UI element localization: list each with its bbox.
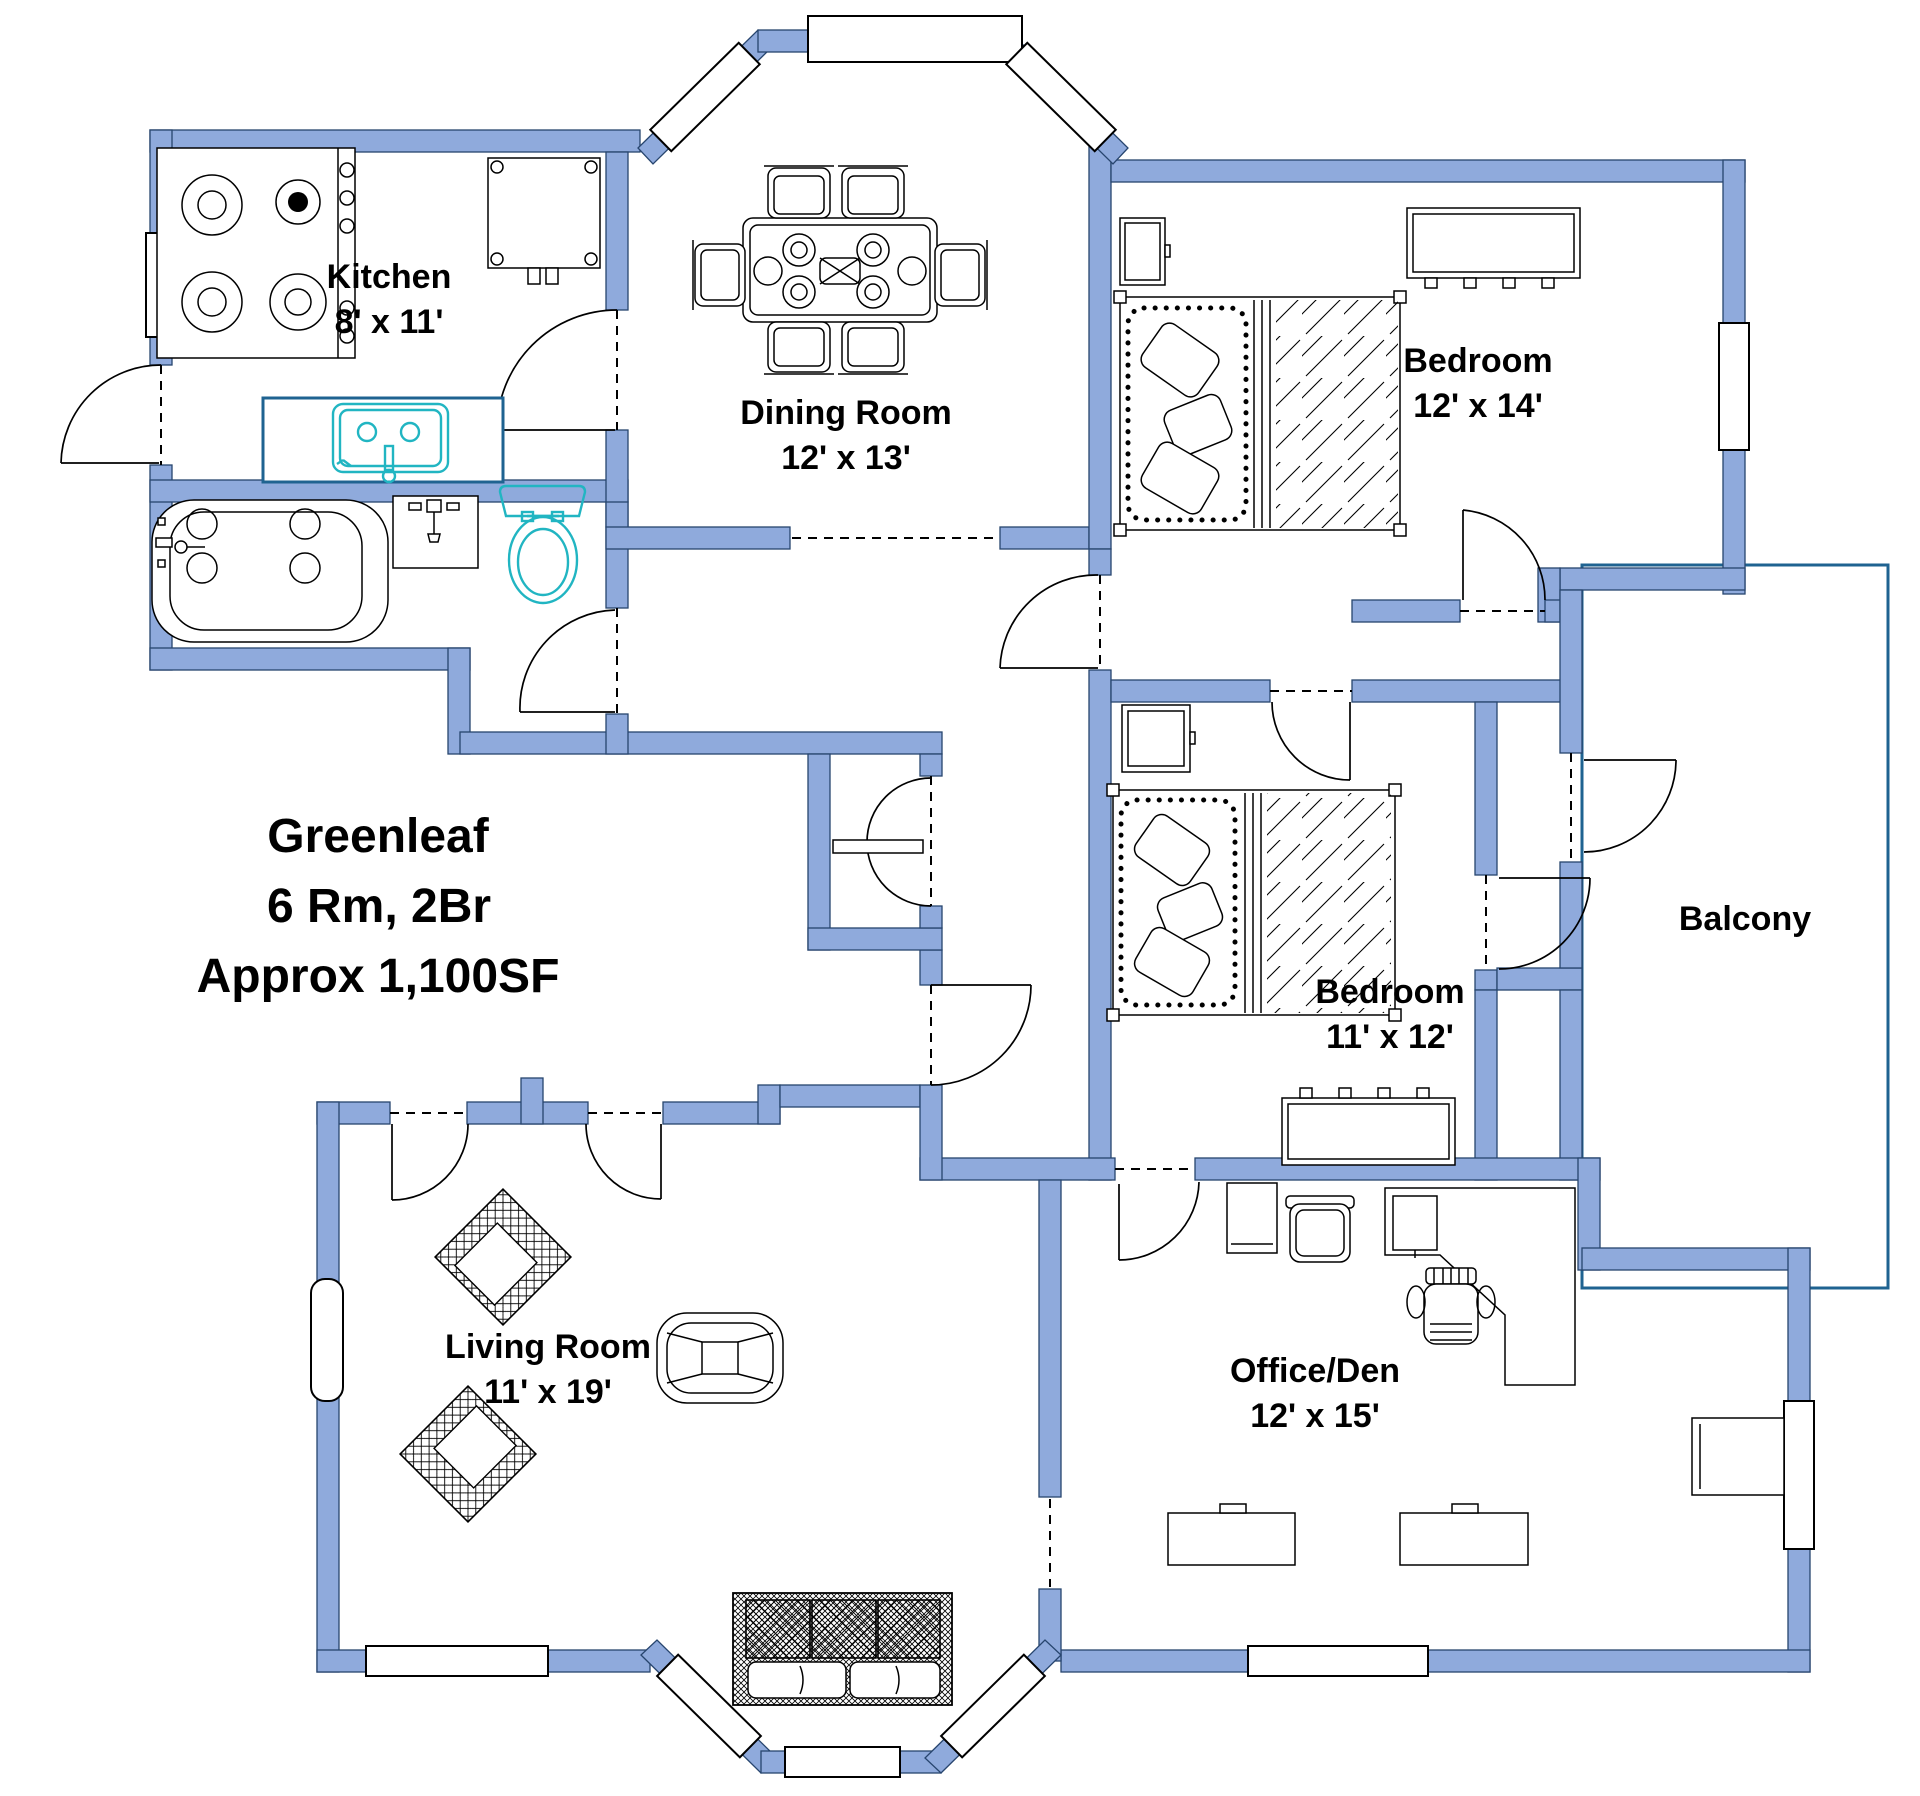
living-label: Living Room [445, 1328, 651, 1366]
bedroom2-balcony-hall-door [1498, 877, 1591, 970]
living-dims: 11' x 19' [484, 1373, 612, 1411]
window-icon [648, 41, 762, 153]
window-icon [1718, 322, 1750, 451]
toilet-icon [498, 484, 587, 605]
window-icon [1247, 1645, 1429, 1677]
door-openings [160, 310, 1572, 1587]
window-icon [310, 1278, 344, 1402]
stove-icon [156, 147, 356, 359]
bedroom2-door [1271, 701, 1351, 781]
kitchen-dims: 8' x 11' [335, 303, 444, 341]
office-dims: 12' x 15' [1250, 1397, 1380, 1435]
sofa-icon [732, 1592, 953, 1706]
plan-subtitle-rooms: 6 Rm, 2Br [267, 880, 491, 933]
guest-chair-icon [1285, 1195, 1355, 1263]
armchair-icon [398, 1384, 538, 1524]
kitchen-label: Kitchen [327, 258, 452, 296]
office-label: Office/Den [1230, 1352, 1400, 1390]
bedroom1-door [1462, 509, 1546, 601]
doors-layer [60, 309, 1677, 1261]
hall-bedroom-door [999, 574, 1099, 669]
bed-icon [1106, 783, 1402, 1022]
kitchen-sink-icon [331, 402, 450, 484]
dining-dims: 12' x 13' [781, 439, 911, 477]
window-icon [939, 1653, 1047, 1759]
balcony-door [1583, 759, 1677, 853]
desk-icon [1384, 1187, 1576, 1386]
bathtub-icon [151, 499, 389, 643]
credenza-icon [1167, 1503, 1296, 1566]
dresser-icon [1406, 207, 1581, 289]
window-icon [365, 1645, 549, 1677]
labels-layer: Greenleaf 6 Rm, 2Br Approx 1,100SF Kitch… [197, 258, 1812, 1435]
balcony-label: Balcony [1679, 900, 1811, 938]
dining-table-icon [742, 217, 938, 323]
living-door-left [391, 1123, 469, 1201]
window-icon [784, 1746, 901, 1778]
window-icon [1783, 1400, 1815, 1550]
office-door [1118, 1181, 1200, 1261]
credenza-icon [1399, 1503, 1529, 1566]
side-cabinet-icon [1691, 1417, 1785, 1496]
office-chair-icon [1406, 1267, 1496, 1345]
nightstand-icon [1121, 704, 1196, 773]
closet-pivot-door [832, 777, 932, 907]
armchair-icon [433, 1187, 573, 1327]
entry-door [60, 364, 162, 464]
living-door-right [585, 1123, 662, 1200]
plan-title: Greenleaf [267, 810, 489, 863]
bedroom2-label: Bedroom [1315, 973, 1464, 1011]
bathroom-door [519, 609, 616, 713]
refrigerator-icon [487, 157, 601, 285]
coffee-table-icon [656, 1312, 784, 1404]
bedroom1-label: Bedroom [1403, 342, 1552, 380]
bedroom2-dims: 11' x 12' [1326, 1018, 1454, 1056]
bedroom1-dims: 12' x 14' [1413, 387, 1543, 425]
dining-label: Dining Room [740, 394, 952, 432]
bed-icon [1113, 290, 1407, 537]
window-icon [1004, 41, 1118, 153]
dresser-icon [1281, 1087, 1456, 1166]
kitchen-dining-door [496, 309, 618, 431]
bathroom-sink-icon [392, 495, 479, 569]
window-icon [655, 1653, 763, 1759]
plan-subtitle-area: Approx 1,100SF [197, 950, 560, 1003]
nightstand-icon [1119, 217, 1171, 286]
cabinet-icon [1226, 1182, 1278, 1254]
windows-layer [145, 15, 1815, 1778]
dining-chairs [692, 165, 988, 375]
hall-living-door [930, 984, 1032, 1086]
window-icon [807, 15, 1023, 63]
